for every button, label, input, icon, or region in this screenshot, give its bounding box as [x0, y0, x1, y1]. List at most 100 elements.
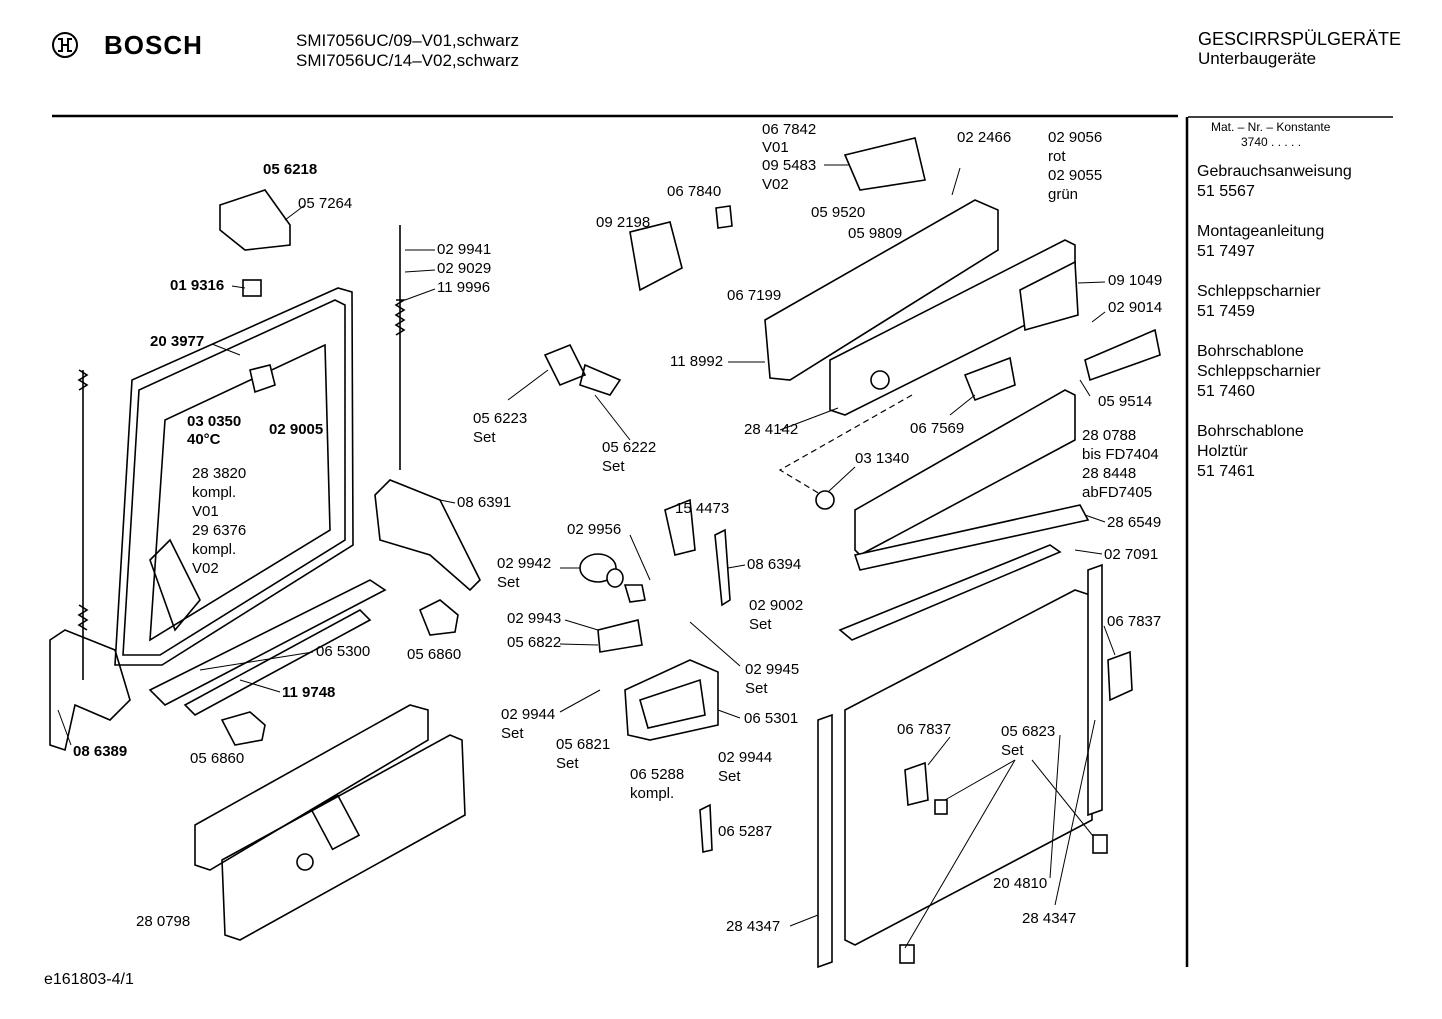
part-label: 02 9014	[1108, 299, 1163, 316]
part-label: 29 6376	[192, 522, 247, 539]
clip-part	[242, 279, 262, 297]
part-label: 06 5301	[744, 710, 799, 727]
hinge-bracket-right	[1107, 650, 1133, 702]
part-label: 02 9056	[1048, 129, 1103, 146]
part-label: 05 6222	[602, 439, 657, 456]
part-label: kompl.	[192, 541, 237, 558]
constant-label: Mat. – Nr. – Konstante	[1211, 120, 1331, 134]
part-label: kompl.	[630, 785, 675, 802]
motor-part	[629, 221, 683, 292]
part-label: 02 9945	[745, 661, 800, 678]
latch-rod	[714, 528, 731, 607]
sidebar-entry-line: 51 7460	[1197, 383, 1255, 400]
part-label: 02 7091	[1104, 546, 1159, 563]
part-label: 15 4473	[675, 500, 730, 517]
part-label: 28 4347	[1022, 910, 1077, 927]
part-label: Set	[745, 680, 768, 697]
sidebar-entry-line: Gebrauchsanweisung	[1197, 163, 1352, 180]
part-label: 20 3977	[150, 333, 205, 350]
seal-frame	[597, 619, 643, 653]
inner-door-panel	[114, 287, 354, 666]
brand-name: BOSCH	[104, 30, 203, 60]
part-label: 06 5300	[316, 643, 371, 660]
part-label: Set	[497, 574, 520, 591]
part-label: 28 3820	[192, 465, 247, 482]
sensor-part	[699, 803, 713, 853]
part-label: 06 7840	[667, 183, 722, 200]
part-label: Set	[473, 429, 496, 446]
part-label: 02 9944	[501, 706, 556, 723]
latch-part	[219, 189, 291, 251]
spring-rods	[77, 225, 407, 680]
part-label: kompl.	[192, 484, 237, 501]
hinge-bracket-left	[904, 761, 929, 807]
part-label: 28 4347	[726, 918, 781, 935]
sidebar-entry-line: 51 7461	[1197, 463, 1255, 480]
switch-part	[249, 364, 276, 394]
hinge-right	[374, 479, 481, 592]
sidebar-entry-line: Schleppscharnier	[1197, 363, 1321, 380]
part-label: 02 9944	[718, 749, 773, 766]
top-strip	[838, 544, 1062, 641]
part-label: 06 5288	[630, 766, 685, 783]
wire-switch	[543, 343, 622, 396]
part-label: rot	[1048, 148, 1066, 165]
block-part-1	[418, 599, 459, 636]
part-label: 05 6860	[407, 646, 462, 663]
drawing-id: e161803-4/1	[44, 971, 134, 988]
sidebar-entry-line: 51 5567	[1197, 183, 1255, 200]
part-label: 05 9514	[1098, 393, 1153, 410]
part-label: 05 9809	[848, 225, 903, 242]
category-line-1: GESCIRRSPÜLGERÄTE	[1198, 29, 1402, 49]
part-label: 09 5483	[762, 157, 817, 174]
part-label: 05 6821	[556, 736, 611, 753]
part-label: 02 9055	[1048, 167, 1103, 184]
part-label: 05 6822	[507, 634, 562, 651]
category-line-2: Unterbaugeräte	[1198, 49, 1317, 68]
door-trim-left	[817, 713, 833, 969]
part-label: 40°C	[187, 431, 221, 448]
part-label: 08 6391	[457, 494, 512, 511]
control-frame	[764, 199, 999, 381]
knob-dash-line	[778, 394, 913, 501]
part-label: 05 6218	[263, 161, 318, 178]
kick-plate	[194, 704, 429, 871]
seal-strip	[183, 609, 372, 716]
part-label: 05 6223	[473, 410, 528, 427]
part-label: 28 6549	[1107, 514, 1162, 531]
part-label: Set	[602, 458, 625, 475]
hinge-left	[49, 629, 131, 752]
part-label: 11 9748	[282, 684, 336, 701]
part-label: bis FD7404	[1082, 446, 1159, 463]
part-label: 06 7842	[762, 121, 817, 138]
part-label: Set	[501, 725, 524, 742]
sidebar-entry-line: Bohrschablone	[1197, 343, 1304, 360]
dispenser-body	[624, 659, 719, 741]
part-label: V02	[192, 560, 219, 577]
part-label: 28 8448	[1082, 465, 1137, 482]
part-label: 05 9520	[811, 204, 866, 221]
part-label: 03 1340	[855, 450, 910, 467]
part-label: 02 9942	[497, 555, 552, 572]
outer-door-panel	[844, 589, 1093, 946]
part-label: 06 7199	[727, 287, 782, 304]
part-label: 28 0798	[136, 913, 191, 930]
block-part-2	[220, 711, 266, 746]
part-label: 02 2466	[957, 129, 1012, 146]
model-line-1: SMI7056UC/09–V01,schwarz	[296, 31, 520, 50]
part-label: 02 9956	[567, 521, 622, 538]
door-trim-right	[1087, 563, 1103, 817]
part-label: 28 4142	[744, 421, 799, 438]
bracket-part	[664, 498, 696, 556]
sidebar-entry-line: 51 7459	[1197, 303, 1255, 320]
part-label: 09 2198	[596, 214, 651, 231]
button-strip	[1084, 328, 1161, 382]
part-label: 05 7264	[298, 195, 353, 212]
sidebar-entry-line: 51 7497	[1197, 243, 1255, 260]
sidebar-entry-line: Schleppscharnier	[1197, 283, 1321, 300]
part-label: 11 8992	[670, 353, 724, 370]
button-block	[1019, 260, 1079, 332]
part-label: 06 7837	[1107, 613, 1162, 630]
part-label: 20 4810	[993, 875, 1048, 892]
part-label: 06 5287	[718, 823, 773, 840]
